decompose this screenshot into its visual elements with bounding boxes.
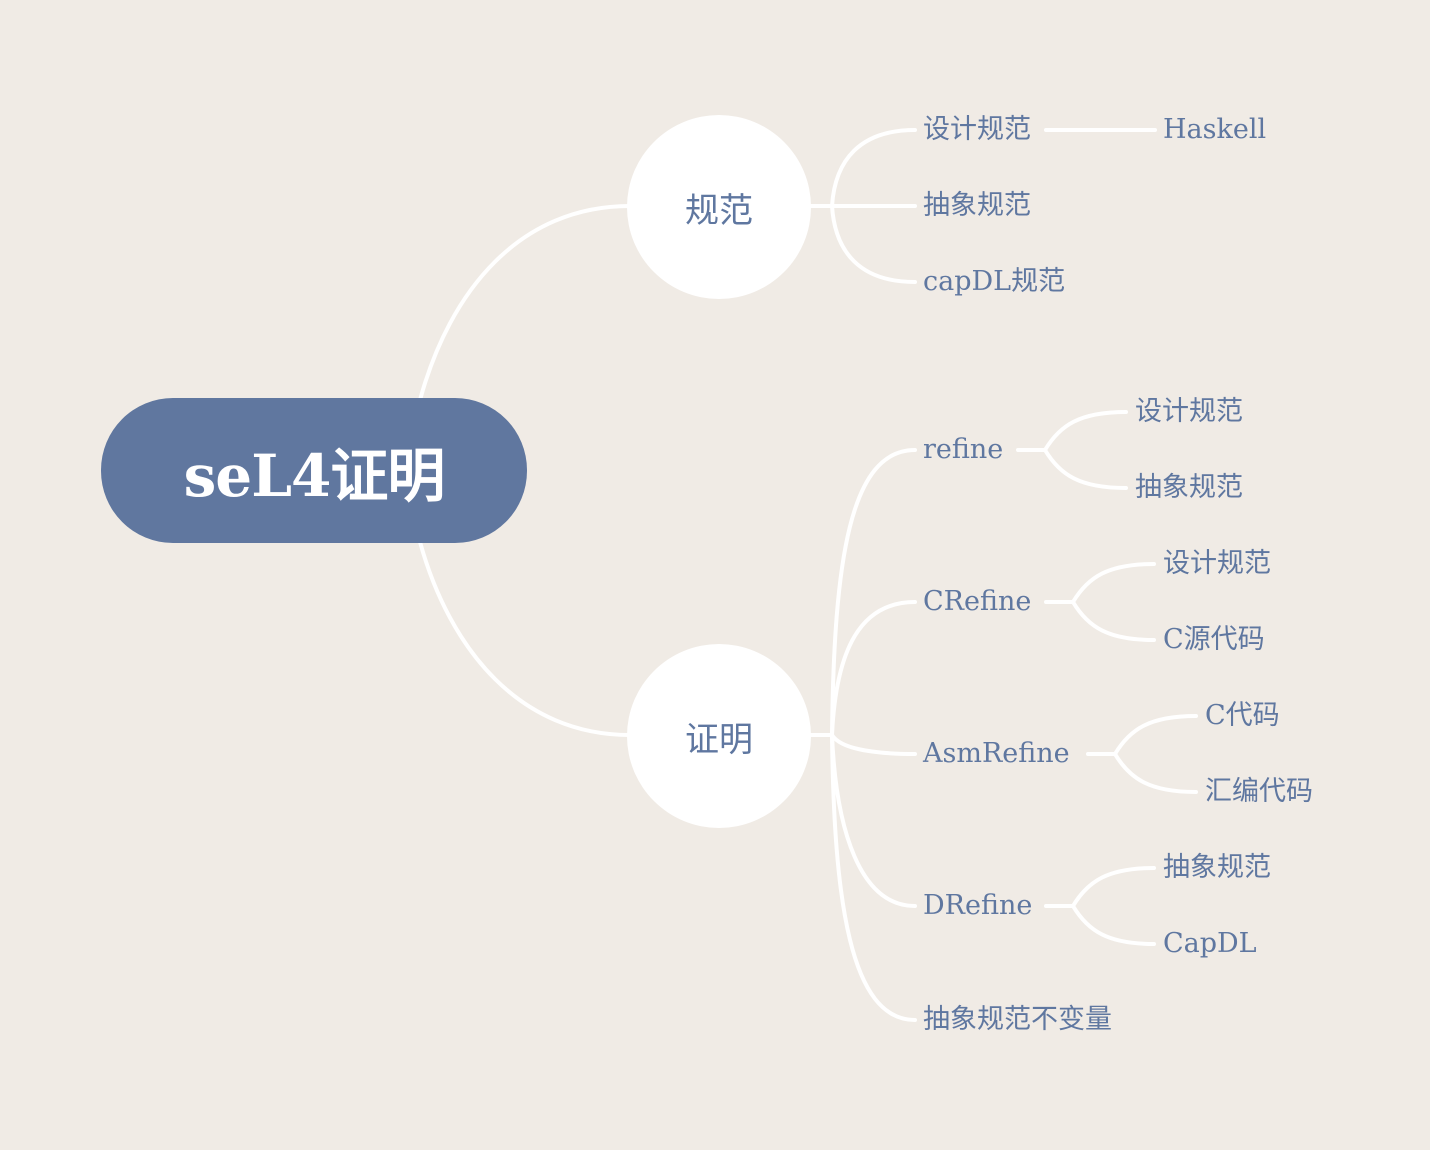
node-haskell[interactable]: Haskell bbox=[1163, 114, 1267, 145]
node-drefine[interactable]: DRefine bbox=[923, 890, 1033, 921]
branch-node-proof[interactable]: 证明 bbox=[627, 644, 811, 828]
node-asmrefine-c-code[interactable]: C代码 bbox=[1205, 700, 1280, 731]
node-refine-design-spec[interactable]: 设计规范 bbox=[1135, 396, 1243, 427]
node-drefine-capdl[interactable]: CapDL bbox=[1163, 928, 1257, 959]
branch-node-spec[interactable]: 规范 bbox=[627, 115, 811, 299]
node-refine-abstract-spec[interactable]: 抽象规范 bbox=[1135, 472, 1243, 503]
node-abstract-invariant[interactable]: 抽象规范不变量 bbox=[923, 1004, 1112, 1035]
node-crefine-c-source[interactable]: C源代码 bbox=[1163, 624, 1265, 655]
branch-label: 证明 bbox=[685, 719, 753, 760]
node-asmrefine-asm-code[interactable]: 汇编代码 bbox=[1205, 776, 1313, 807]
node-capdl-spec[interactable]: capDL规范 bbox=[923, 266, 1066, 297]
node-design-spec[interactable]: 设计规范 bbox=[923, 114, 1031, 145]
root-label: seL4证明 bbox=[183, 441, 446, 510]
branch-label: 规范 bbox=[685, 190, 753, 231]
node-asmrefine[interactable]: AsmRefine bbox=[923, 738, 1070, 769]
root-node[interactable]: seL4证明 bbox=[101, 398, 527, 543]
node-crefine[interactable]: CRefine bbox=[923, 586, 1032, 617]
node-drefine-abstract-spec[interactable]: 抽象规范 bbox=[1163, 852, 1271, 883]
node-abstract-spec[interactable]: 抽象规范 bbox=[923, 190, 1031, 221]
node-refine[interactable]: refine bbox=[923, 434, 1004, 465]
node-crefine-design-spec[interactable]: 设计规范 bbox=[1163, 548, 1271, 579]
